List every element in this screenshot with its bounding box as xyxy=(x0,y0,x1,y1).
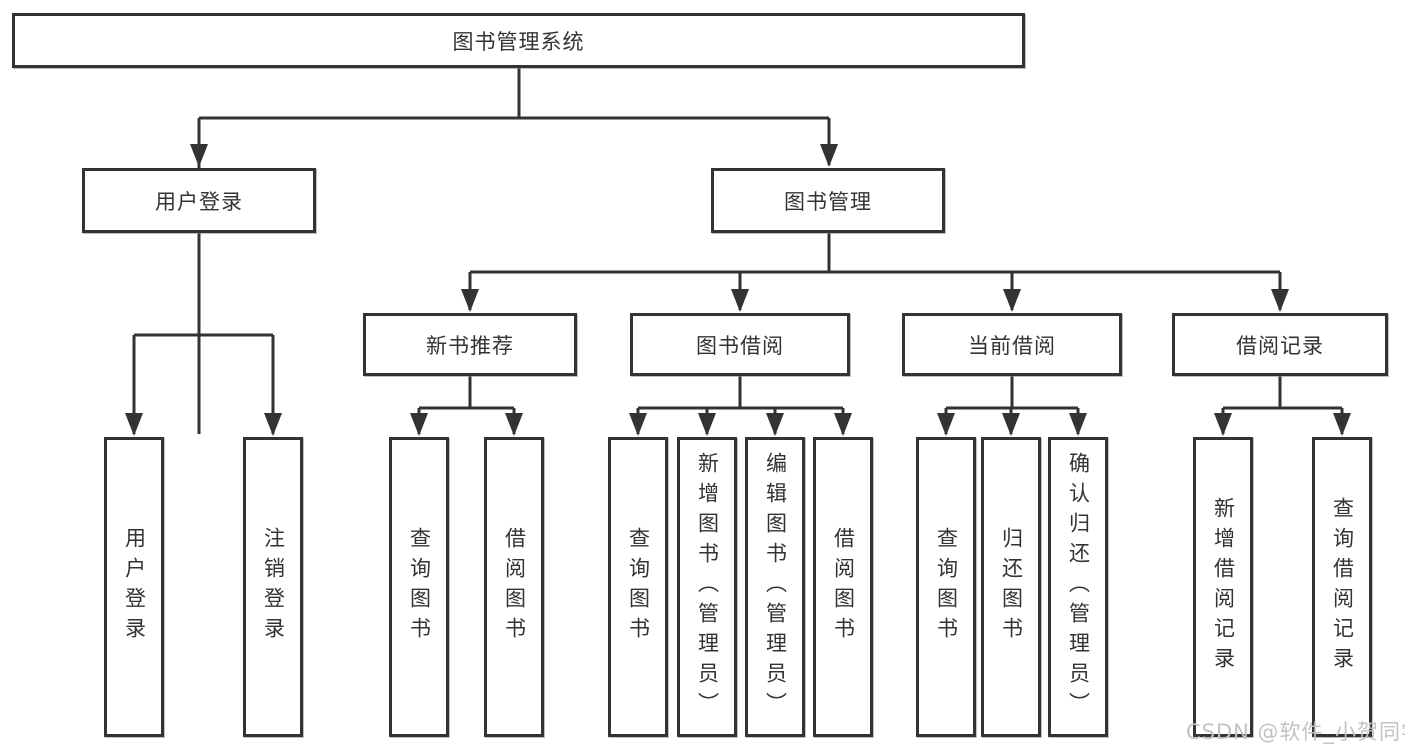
node-borrow-records: 借阅记录 xyxy=(1172,313,1388,376)
arrowhead-icon xyxy=(505,413,523,436)
leaf-edit-books-admin: 编辑图书（管理员） xyxy=(745,437,805,737)
arrowhead-icon xyxy=(731,289,749,312)
arrowhead-icon xyxy=(1333,413,1351,436)
watermark: CSDN @软件_小贺同学 xyxy=(1186,720,1405,744)
leaf-borrow-books-recommend: 借阅图书 xyxy=(484,437,544,737)
leaf-return-books: 归还图书 xyxy=(981,437,1041,737)
arrowhead-icon xyxy=(1069,413,1087,436)
arrowhead-icon xyxy=(461,289,479,312)
leaf-add-borrow-record: 新增借阅记录 xyxy=(1193,437,1253,737)
leaf-query-borrow-record: 查询借阅记录 xyxy=(1312,437,1372,737)
leaf-query-books-recommend: 查询图书 xyxy=(389,437,449,737)
leaf-label: 注销登录 xyxy=(261,527,286,647)
arrowhead-icon xyxy=(264,413,282,436)
leaf-label: 确认归还（管理员） xyxy=(1066,452,1091,722)
leaf-label: 借阅图书 xyxy=(831,527,856,647)
arrowhead-icon xyxy=(1003,289,1021,312)
arrowhead-icon xyxy=(125,413,143,436)
node-new-book-recommend: 新书推荐 xyxy=(363,313,577,376)
leaf-add-books-admin: 新增图书（管理员） xyxy=(677,437,737,737)
arrowhead-icon xyxy=(937,413,955,436)
leaf-confirm-return-admin: 确认归还（管理员） xyxy=(1048,437,1108,737)
leaf-label: 查询图书 xyxy=(626,527,651,647)
leaf-label: 借阅图书 xyxy=(502,527,527,647)
leaf-logout-login: 注销登录 xyxy=(243,437,303,737)
arrowhead-icon xyxy=(766,413,784,436)
leaf-user-login: 用户登录 xyxy=(104,437,164,737)
leaf-label: 查询借阅记录 xyxy=(1330,497,1355,677)
leaf-label: 查询图书 xyxy=(407,527,432,647)
leaf-label: 编辑图书（管理员） xyxy=(763,452,788,722)
node-book-borrow: 图书借阅 xyxy=(630,313,850,376)
arrowhead-icon xyxy=(1271,289,1289,312)
arrowhead-icon xyxy=(1002,413,1020,436)
arrowhead-icon xyxy=(698,413,716,436)
leaf-label: 新增借阅记录 xyxy=(1211,497,1236,677)
arrowhead-icon xyxy=(1214,413,1232,436)
connector-path xyxy=(132,68,1344,434)
arrowhead-icon xyxy=(190,144,208,167)
leaf-label: 新增图书（管理员） xyxy=(695,452,720,722)
leaf-label: 查询图书 xyxy=(934,527,959,647)
leaf-query-books-borrow: 查询图书 xyxy=(608,437,668,737)
node-user-login: 用户登录 xyxy=(82,168,316,233)
leaf-label: 归还图书 xyxy=(999,527,1024,647)
node-book-management: 图书管理 xyxy=(711,168,945,233)
arrowhead-icon xyxy=(410,413,428,436)
arrowhead-icon xyxy=(820,144,838,167)
arrowhead-icon xyxy=(629,413,647,436)
node-current-borrow: 当前借阅 xyxy=(902,313,1122,376)
leaf-label: 用户登录 xyxy=(122,527,147,647)
leaf-query-books-current: 查询图书 xyxy=(916,437,976,737)
leaf-borrow-books: 借阅图书 xyxy=(813,437,873,737)
arrowhead-icon xyxy=(834,413,852,436)
node-library-management-system: 图书管理系统 xyxy=(12,13,1025,68)
